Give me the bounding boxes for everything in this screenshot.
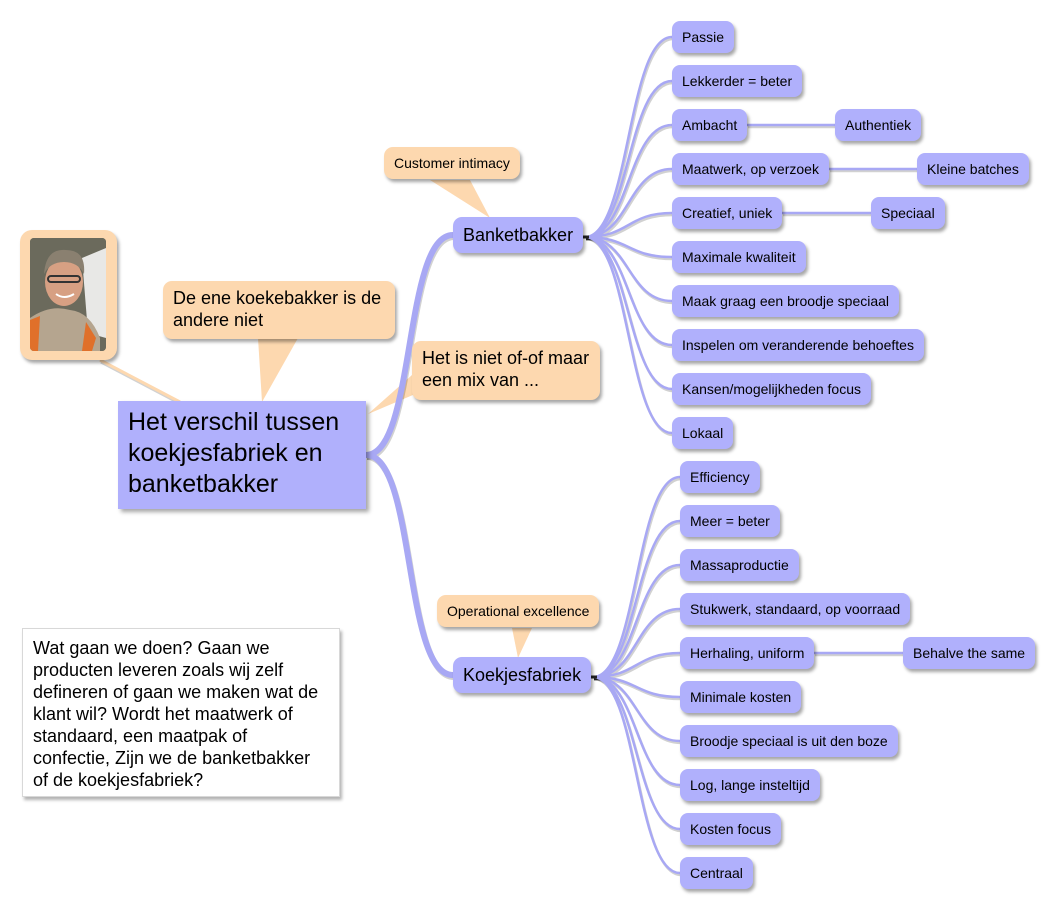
leaf-connector — [584, 35, 673, 239]
branch-connector — [365, 452, 454, 678]
topic-label: Inspelen om veranderende behoeftes — [682, 337, 914, 353]
topic-label: Minimale kosten — [690, 689, 792, 705]
topic-label: Maatwerk, op verzoek — [682, 161, 819, 177]
callout-pointer — [430, 180, 490, 218]
branch-koekjesfabriek[interactable]: Koekjesfabriek — [453, 657, 592, 693]
topic-node[interactable]: Herhaling, uniform — [680, 637, 815, 669]
leaf-connector — [584, 211, 673, 239]
topic-label: Herhaling, uniform — [690, 645, 805, 661]
topic-label: Passie — [682, 29, 725, 45]
leaf-connector — [592, 651, 681, 679]
topic-node[interactable]: Lokaal — [672, 417, 734, 449]
collapse-handle[interactable] — [583, 235, 589, 239]
leaf-connector-shadow — [585, 37, 674, 241]
subtopic-label: Speciaal — [881, 205, 935, 221]
topic-node[interactable]: Minimale kosten — [680, 681, 802, 713]
topic-node[interactable]: Kansen/mogelijkheden focus — [672, 373, 872, 405]
subtopic-label: Behalve the same — [913, 645, 1026, 661]
topic-label: Ambacht — [682, 117, 738, 133]
subtopic-node[interactable]: Behalve the same — [903, 637, 1036, 669]
callout-text: Customer intimacy — [394, 155, 510, 171]
callout-pointer — [512, 628, 532, 658]
topic-node[interactable]: Maak graag een broodje speciaal — [672, 285, 900, 317]
topic-node[interactable]: Centraal — [680, 857, 753, 889]
topic-label: Massaproductie — [690, 557, 789, 573]
topic-node[interactable]: Kosten focus — [680, 813, 781, 845]
callout-operational-excellence[interactable]: Operational excellence — [437, 595, 600, 627]
topic-label: Log, lange insteltijd — [690, 777, 810, 793]
person-icon — [30, 238, 106, 351]
topic-node[interactable]: Meer = beter — [680, 505, 780, 537]
leaf-connector — [592, 563, 681, 679]
leaf-connector — [592, 519, 681, 679]
topic-label: Maximale kwaliteit — [682, 249, 796, 265]
subtopic-label: Authentiek — [845, 117, 912, 133]
topic-node[interactable]: Massaproductie — [680, 549, 799, 581]
topic-label: Kansen/mogelijkheden focus — [682, 381, 862, 397]
topic-node[interactable]: Creatief, uniek — [672, 197, 783, 229]
leaf-connector — [584, 123, 673, 239]
portrait-photo — [30, 238, 106, 351]
note-box[interactable]: Wat gaan we doen? Gaan we producten leve… — [22, 628, 340, 797]
topic-label: Stukwerk, standaard, op voorraad — [690, 601, 901, 617]
central-topic[interactable]: Het verschil tussen koekjesfabriek en ba… — [118, 401, 366, 509]
leaf-connector — [584, 235, 673, 391]
leaf-connector — [584, 235, 673, 347]
callout-koekebakker[interactable]: De ene koekebakker is de andere niet — [163, 281, 395, 339]
callout-pointer — [368, 375, 420, 414]
topic-label: Lokaal — [682, 425, 724, 441]
leaf-connector — [592, 475, 681, 679]
photo-frame[interactable] — [20, 230, 117, 360]
topic-node[interactable]: Maximale kwaliteit — [672, 241, 806, 273]
subtopic-node[interactable]: Kleine batches — [917, 153, 1029, 185]
callout-text: Het is niet of-of maar een mix van ... — [422, 348, 590, 390]
collapse-handle[interactable] — [591, 675, 597, 679]
topic-node[interactable]: Broodje speciaal is uit den boze — [680, 725, 898, 757]
subtopic-label: Kleine batches — [927, 161, 1019, 177]
leaf-connector — [584, 235, 673, 259]
leaf-connector — [592, 675, 681, 831]
callout-text: De ene koekebakker is de andere niet — [173, 288, 382, 330]
topic-node[interactable]: Maatwerk, op verzoek — [672, 153, 829, 185]
topic-label: Kosten focus — [690, 821, 771, 837]
subtopic-node[interactable]: Authentiek — [835, 109, 922, 141]
leaf-connector — [592, 675, 681, 699]
topic-label: Lekkerder = beter — [682, 73, 793, 89]
leaf-connector — [592, 675, 681, 875]
topic-label: Meer = beter — [690, 513, 770, 529]
callout-mix[interactable]: Het is niet of-of maar een mix van ... — [412, 341, 600, 400]
leaf-connector — [592, 607, 681, 679]
topic-label: Creatief, uniek — [682, 205, 773, 221]
leaf-connector — [584, 167, 673, 239]
topic-node[interactable]: Ambacht — [672, 109, 748, 141]
leaf-connector — [584, 235, 673, 435]
topic-node[interactable]: Stukwerk, standaard, op voorraad — [680, 593, 911, 625]
note-text: Wat gaan we doen? Gaan we producten leve… — [33, 638, 319, 790]
topic-node[interactable]: Lekkerder = beter — [672, 65, 803, 97]
topic-node[interactable]: Efficiency — [680, 461, 760, 493]
topic-node[interactable]: Passie — [672, 21, 735, 53]
branch-label: Banketbakker — [463, 225, 574, 245]
photo-connector — [99, 358, 181, 404]
branch-label: Koekjesfabriek — [463, 665, 582, 685]
callout-pointer — [258, 338, 298, 402]
central-topic-label: Het verschil tussen koekjesfabriek en ba… — [128, 408, 340, 498]
subtopic-node[interactable]: Speciaal — [871, 197, 945, 229]
topic-label: Centraal — [690, 865, 743, 881]
topic-label: Broodje speciaal is uit den boze — [690, 733, 888, 749]
callout-text: Operational excellence — [447, 603, 590, 619]
callout-customer-intimacy[interactable]: Customer intimacy — [384, 147, 520, 179]
leaf-connector-shadow — [593, 477, 682, 681]
leaf-connector — [592, 675, 681, 787]
branch-connector — [365, 232, 454, 458]
topic-node[interactable]: Log, lange insteltijd — [680, 769, 820, 801]
leaf-connector — [584, 79, 673, 239]
topic-node[interactable]: Inspelen om veranderende behoeftes — [672, 329, 924, 361]
topic-label: Efficiency — [690, 469, 750, 485]
branch-banketbakker[interactable]: Banketbakker — [453, 217, 584, 253]
topic-label: Maak graag een broodje speciaal — [682, 293, 890, 309]
